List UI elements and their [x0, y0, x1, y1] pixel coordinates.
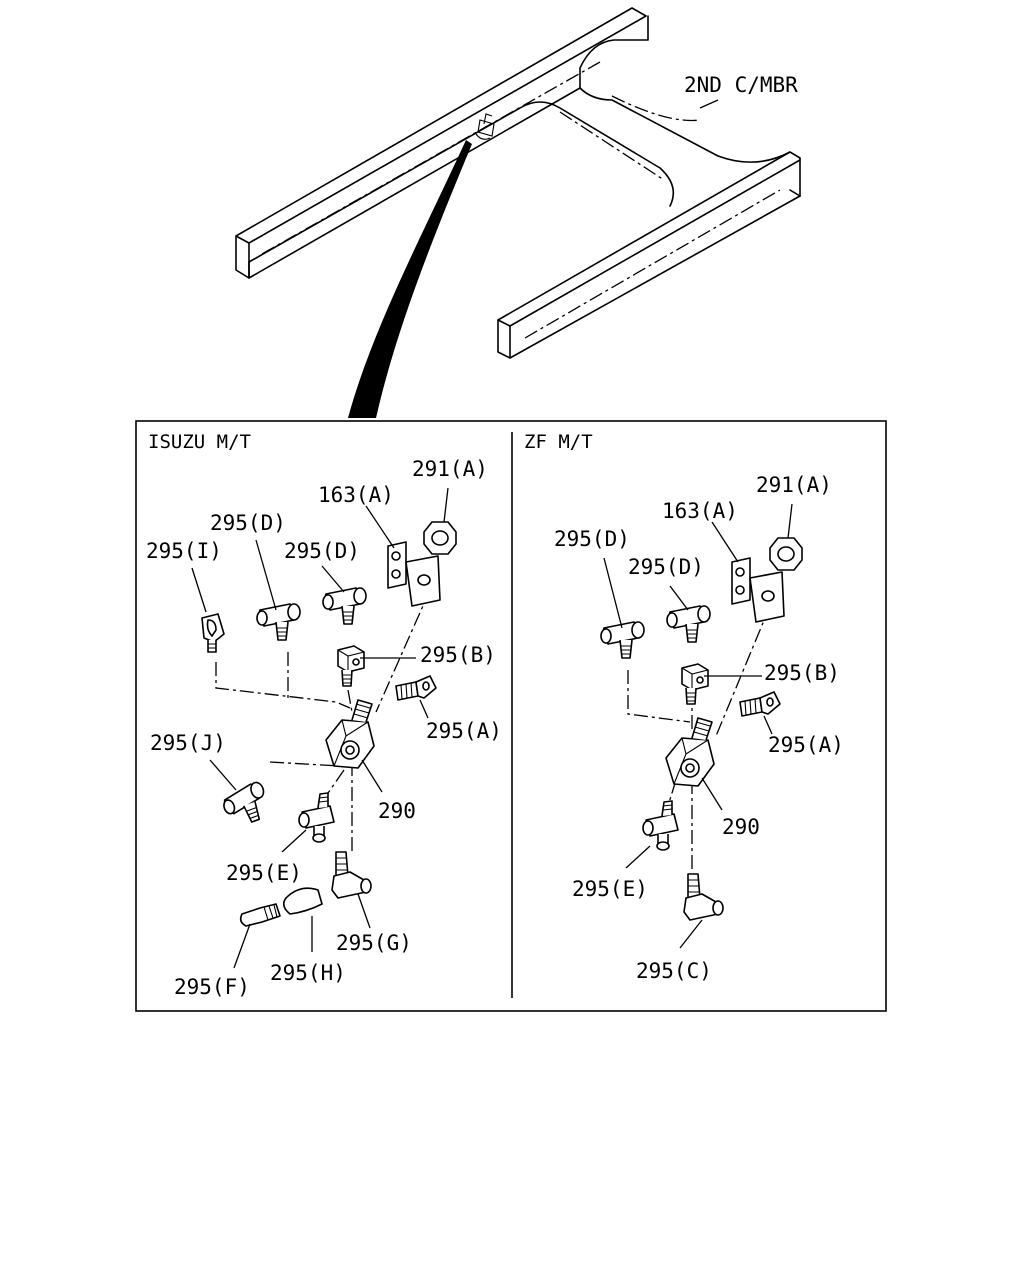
- part-295d-tee-1: [256, 603, 301, 641]
- part-295g-elbow: [331, 851, 372, 899]
- callout-295a: 295(A): [768, 733, 844, 757]
- chassis-frame-drawing: 2ND C/MBR: [235, 7, 801, 418]
- callout-295e: 295(E): [572, 877, 648, 901]
- part-295h-hose: [282, 887, 323, 915]
- part-295a-adapter: [739, 691, 781, 717]
- part-295j-tee: [218, 779, 274, 831]
- callout-295e: 295(E): [226, 861, 302, 885]
- part-295a-adapter: [395, 675, 437, 701]
- panel-title-zf-mt: ZF M/T: [524, 431, 593, 453]
- callout-295b: 295(B): [764, 661, 840, 685]
- callout-295d-1: 295(D): [210, 511, 286, 535]
- panel-title-isuzu-mt: ISUZU M/T: [148, 431, 251, 453]
- detail-box: [135, 420, 887, 1012]
- part-295c-elbow: [683, 873, 724, 921]
- part-291a-nut: [423, 521, 457, 555]
- callout-163a: 163(A): [318, 483, 394, 507]
- part-295b-block: [337, 645, 365, 687]
- callout-295g: 295(G): [336, 931, 412, 955]
- callout-295h: 295(H): [270, 961, 346, 985]
- callout-295c: 295(C): [636, 959, 712, 983]
- part-295i-elbow: [201, 613, 225, 653]
- callout-291a: 291(A): [412, 457, 488, 481]
- callout-295j: 295(J): [150, 731, 226, 755]
- callout-163a: 163(A): [662, 499, 738, 523]
- panel-isuzu-mt: ISUZU M/T: [146, 431, 502, 999]
- part-295d-tee-2: [322, 587, 367, 625]
- part-291a-nut: [769, 537, 803, 571]
- part-295e-cross: [298, 792, 335, 843]
- part-295b-block: [681, 663, 709, 705]
- callout-290: 290: [722, 815, 760, 839]
- part-295d-tee-2: [666, 605, 711, 643]
- callout-290: 290: [378, 799, 416, 823]
- part-295f-nipple: [239, 903, 281, 927]
- part-295e-cross: [642, 800, 679, 851]
- callout-295a: 295(A): [426, 719, 502, 743]
- callout-295i: 295(I): [146, 539, 222, 563]
- callout-291a: 291(A): [756, 473, 832, 497]
- callout-295d-1: 295(D): [554, 527, 630, 551]
- part-290-body: [325, 699, 375, 769]
- callout-295d-2: 295(D): [628, 555, 704, 579]
- callout-295b: 295(B): [420, 643, 496, 667]
- callout-295d-2: 295(D): [284, 539, 360, 563]
- callout-295f: 295(F): [174, 975, 250, 999]
- panel-zf-mt: ZF M/T 291(A) 163(A) 295(D) 295(D) 295(B…: [524, 431, 844, 983]
- part-290-body: [665, 717, 715, 787]
- frame-label-2nd-cmbr: 2ND C/MBR: [684, 73, 798, 97]
